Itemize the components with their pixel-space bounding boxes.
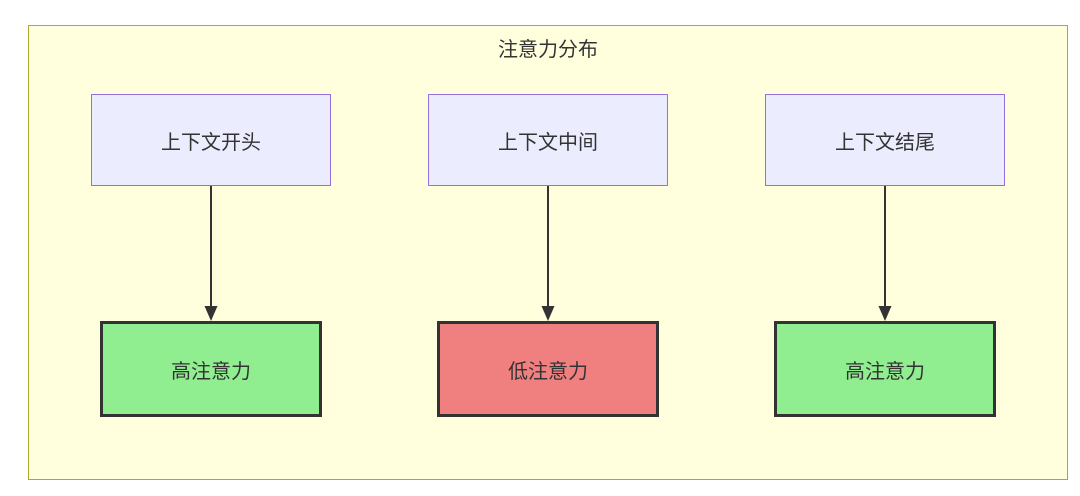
source-node-context-end: 上下文结尾 xyxy=(765,94,1005,186)
cluster-title: 注意力分布 xyxy=(498,39,598,61)
arrow-down-icon xyxy=(204,186,218,321)
source-node-label: 上下文中间 xyxy=(498,131,598,154)
source-node-label: 上下文结尾 xyxy=(835,131,935,154)
target-node-label: 低注意力 xyxy=(508,360,588,383)
target-node-label: 高注意力 xyxy=(845,360,925,383)
source-node-context-middle: 上下文中间 xyxy=(428,94,668,186)
arrow-down-icon xyxy=(878,186,892,321)
source-node-label: 上下文开头 xyxy=(161,131,261,154)
column-context-end: 上下文结尾 高注意力 xyxy=(765,94,1005,417)
column-context-middle: 上下文中间 低注意力 xyxy=(428,94,668,417)
source-node-context-start: 上下文开头 xyxy=(91,94,331,186)
target-node-high-attention: 高注意力 xyxy=(100,321,322,417)
column-context-start: 上下文开头 高注意力 xyxy=(91,94,331,417)
target-node-label: 高注意力 xyxy=(171,360,251,383)
target-node-low-attention: 低注意力 xyxy=(437,321,659,417)
attention-distribution-cluster: 注意力分布 上下文开头 高注意力 上下文中间 xyxy=(28,25,1068,480)
diagram-columns: 上下文开头 高注意力 上下文中间 低注意力 xyxy=(29,94,1067,417)
arrow-down-icon xyxy=(541,186,555,321)
target-node-high-attention: 高注意力 xyxy=(774,321,996,417)
